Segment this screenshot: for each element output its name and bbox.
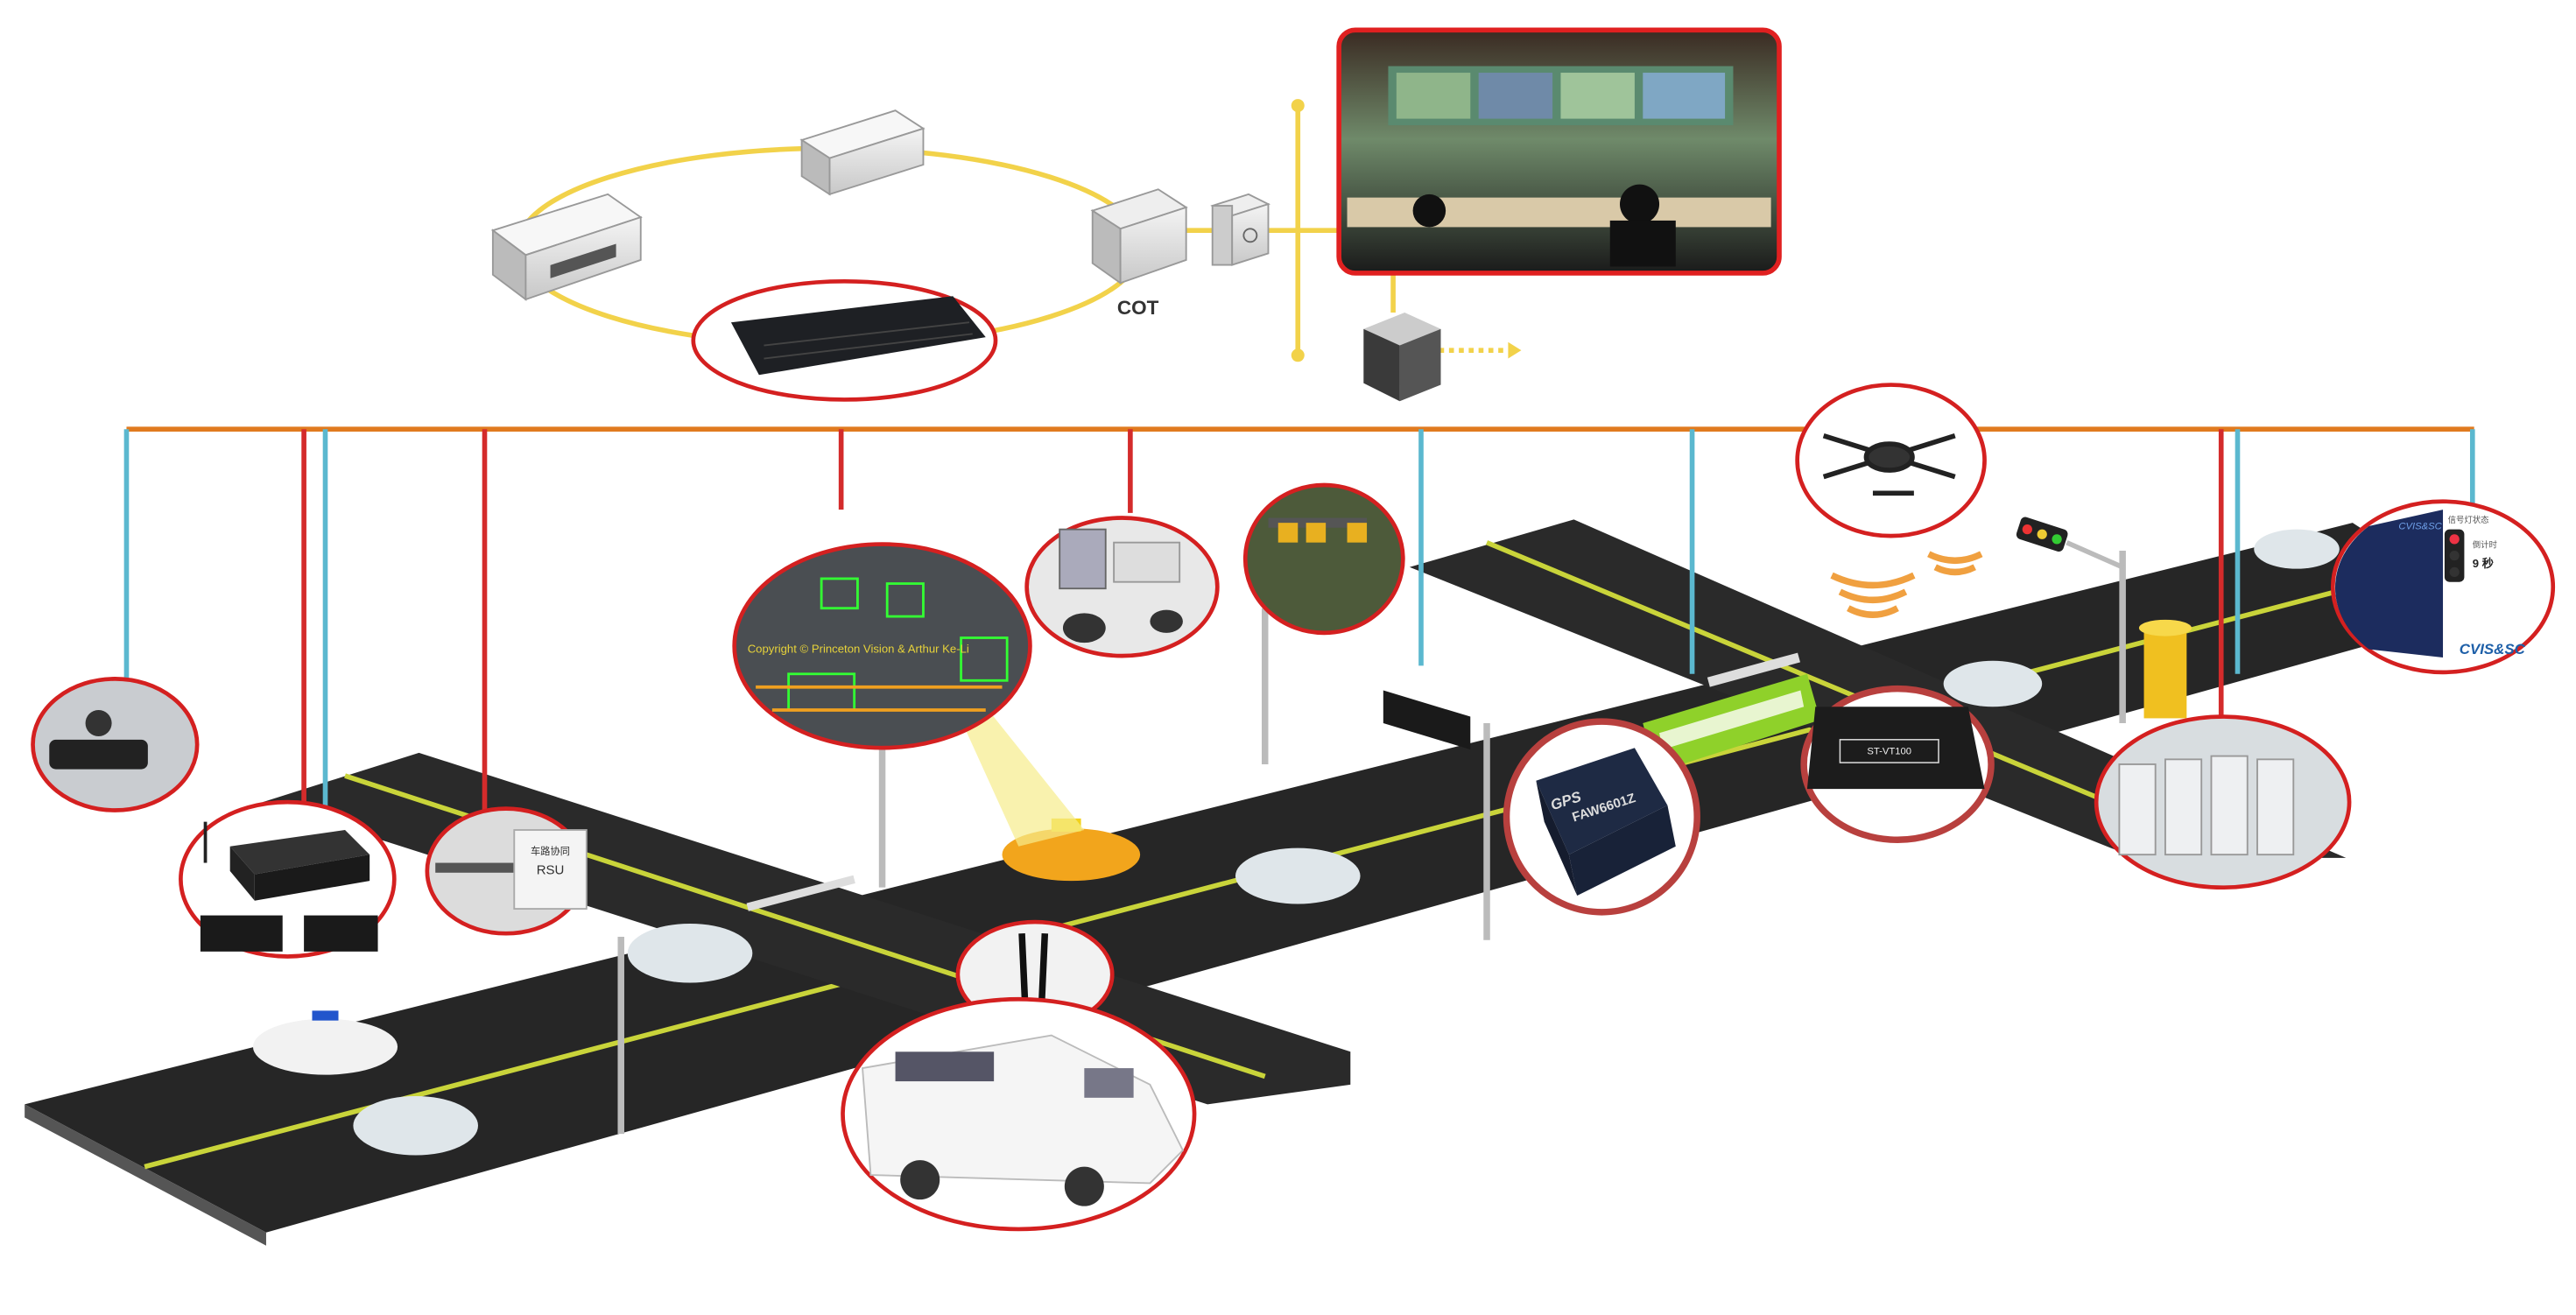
backbone-ring: COT bbox=[490, 99, 1522, 402]
car bbox=[2254, 529, 2340, 569]
video-wall bbox=[1388, 66, 1734, 126]
countdown-value: 9 秒 bbox=[2473, 556, 2494, 570]
operator bbox=[1620, 184, 1660, 224]
olt-box bbox=[1210, 193, 1270, 266]
traffic-light-icon bbox=[2016, 517, 2124, 570]
arrow-head bbox=[1508, 341, 1522, 359]
speed-camera-callout bbox=[1242, 482, 1405, 636]
crosswalk bbox=[1707, 652, 1801, 687]
storage-cube bbox=[1363, 312, 1441, 402]
police-car bbox=[252, 1010, 398, 1075]
cot-device bbox=[1090, 188, 1188, 285]
rsu-label: RSU bbox=[537, 863, 565, 878]
sensor-callout bbox=[1024, 516, 1220, 658]
video-analytics-callout: Copyright © Princeton Vision & Arthur Ke… bbox=[732, 542, 1032, 750]
line-endpoint bbox=[1291, 99, 1305, 113]
signal-status-title: 信号灯状态 bbox=[2448, 515, 2489, 524]
drone-signal-waves bbox=[1830, 551, 1983, 618]
command-van-callout bbox=[841, 996, 1197, 1232]
operator bbox=[1412, 193, 1446, 228]
car bbox=[1943, 660, 2043, 707]
car bbox=[353, 1095, 478, 1156]
car bbox=[1235, 847, 1361, 904]
vehicle-tracker-callout: ST-VT100 bbox=[1800, 685, 1995, 844]
led-sign-board bbox=[1383, 690, 1471, 750]
crosswalk bbox=[746, 875, 855, 911]
countdown-label: 倒计时 bbox=[2473, 539, 2497, 549]
rsu-cabinet bbox=[2138, 619, 2192, 719]
cot-label: COT bbox=[1117, 297, 1159, 319]
communication-bus bbox=[123, 426, 2475, 814]
in-car-camera-callout bbox=[31, 677, 200, 812]
main-road-side bbox=[25, 1104, 266, 1246]
server-cabinets-callout bbox=[2094, 714, 2352, 890]
mobile-dvr-callout bbox=[179, 799, 397, 959]
console-desk bbox=[1347, 197, 1771, 228]
gps-terminal-callout: GPS FAW6601Z bbox=[1503, 718, 1700, 916]
drone-callout bbox=[1795, 383, 1987, 538]
vehicles bbox=[252, 529, 2340, 1156]
line-endpoint bbox=[1291, 348, 1305, 362]
tracker-model: ST-VT100 bbox=[1867, 747, 1911, 757]
device-callouts: 车路协同 RSU Copyright © Princeton Vision & … bbox=[31, 383, 2556, 1232]
control-center-image bbox=[1336, 27, 1782, 276]
car bbox=[627, 923, 753, 983]
cvis-logo: CVIS&SC bbox=[2460, 641, 2526, 658]
camera-light-beam bbox=[961, 707, 1085, 847]
street-poles bbox=[617, 517, 2192, 1135]
drone-icon bbox=[1822, 433, 1956, 496]
rsu-chinese-label: 车路协同 bbox=[531, 845, 570, 857]
switch-node-top bbox=[799, 109, 926, 196]
switch-node-left bbox=[490, 193, 643, 301]
rack-server-callout bbox=[691, 278, 998, 402]
bus bbox=[1643, 673, 1820, 773]
cvis-logo-small: CVIS&SC bbox=[2398, 522, 2442, 532]
camera-copyright-watermark: Copyright © Princeton Vision & Arthur Ke… bbox=[748, 642, 969, 655]
cvis-platform-callout: 信号灯状态 倒计时 9 秒 CVIS&SC CVIS&SC bbox=[2330, 499, 2556, 675]
rsu-callout: 车路协同 RSU bbox=[425, 806, 588, 936]
